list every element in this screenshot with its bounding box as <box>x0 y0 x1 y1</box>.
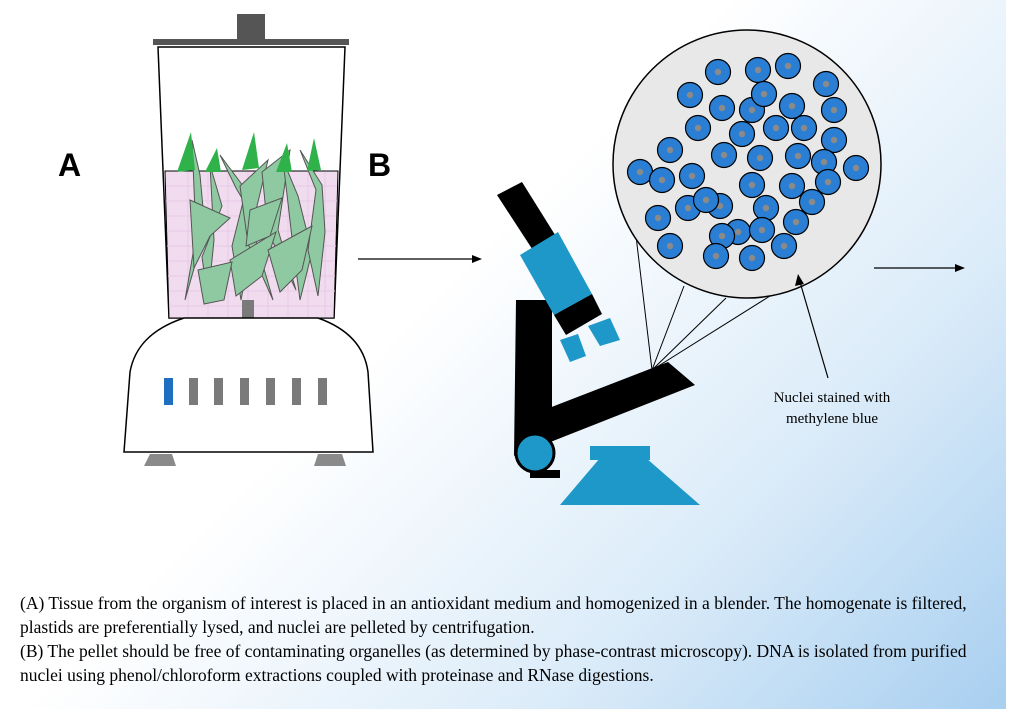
nuclei-annotation-line1: Nuclei stained with <box>773 390 891 406</box>
nucleolus <box>636 168 644 176</box>
nucleolus <box>688 172 696 180</box>
nuclei-annotation-line2: methylene blue <box>785 411 879 427</box>
nucleolus <box>758 226 766 234</box>
nucleolus <box>718 232 726 240</box>
blender-icon <box>123 14 374 466</box>
blender-button <box>189 378 198 405</box>
nucleolus <box>748 181 756 189</box>
caption-part-b: (B) The pellet should be free of contami… <box>20 641 967 685</box>
microscope-objective <box>588 318 620 346</box>
figure-caption: (A) Tissue from the organism of interest… <box>20 591 1000 687</box>
annotation-pointer <box>795 274 829 379</box>
microscope-stage-foot <box>590 446 650 460</box>
leaf-tissue <box>184 139 326 305</box>
nucleolus <box>720 151 728 159</box>
nucleolus <box>852 164 860 172</box>
nucleolus <box>760 90 768 98</box>
nucleolus <box>824 178 832 186</box>
blender-lid <box>153 39 349 45</box>
nucleolus <box>800 124 808 132</box>
microscope-focus-knob <box>514 432 556 474</box>
nucleolus <box>654 214 662 222</box>
nucleolus <box>738 130 746 138</box>
blender-blade <box>242 300 254 320</box>
nucleolus <box>716 202 724 210</box>
nucleolus <box>830 136 838 144</box>
nucleolus <box>748 106 756 114</box>
nucleolus <box>762 204 770 212</box>
nucleolus <box>658 176 666 184</box>
microscope-body-tube <box>520 232 592 315</box>
nucleolus <box>756 154 764 162</box>
magnification-lines <box>635 235 771 371</box>
arrow-right-icon <box>874 264 965 272</box>
nucleolus <box>784 62 792 70</box>
blender-foot-right <box>314 454 346 466</box>
nucleolus <box>666 242 674 250</box>
microscope-eyepiece <box>497 182 562 258</box>
nucleolus <box>780 242 788 250</box>
microscope-objective <box>560 334 586 362</box>
magnified-view-icon <box>612 29 882 299</box>
nucleolus <box>734 228 742 236</box>
blender-button-selected <box>164 378 173 405</box>
nucleolus <box>820 158 828 166</box>
caption-part-a: (A) Tissue from the organism of interest… <box>20 593 967 637</box>
blender-button <box>214 378 223 405</box>
nucleolus <box>772 124 780 132</box>
blender-button <box>240 378 249 405</box>
nucleolus <box>754 66 762 74</box>
nuclei-cluster <box>626 52 870 272</box>
nucleolus <box>792 218 800 226</box>
label-a: A <box>58 147 82 183</box>
arrow-right-icon <box>358 255 482 263</box>
leaf-tips <box>177 132 321 172</box>
microscope-nosepiece <box>554 294 602 335</box>
nucleolus <box>788 182 796 190</box>
nucleolus <box>684 204 692 212</box>
microscope-base <box>560 458 700 505</box>
nucleolus <box>808 198 816 206</box>
blender-speed-buttons <box>164 378 327 405</box>
nucleolus <box>822 80 830 88</box>
microscope-icon <box>497 182 700 505</box>
nuclei-annotation: Nuclei stained with methylene blue <box>742 388 922 430</box>
nucleolus <box>712 252 720 260</box>
label-b: B <box>368 147 392 183</box>
nucleolus <box>702 196 710 204</box>
nucleolus <box>794 152 802 160</box>
nucleolus <box>694 124 702 132</box>
nucleolus <box>788 102 796 110</box>
blender-button <box>266 378 275 405</box>
nucleolus <box>748 254 756 262</box>
nucleolus <box>686 91 694 99</box>
blender-button <box>318 378 327 405</box>
nucleolus <box>830 106 838 114</box>
microscope-stage-arm <box>518 362 695 454</box>
nucleolus <box>666 146 674 154</box>
blender-button <box>292 378 301 405</box>
nucleolus <box>714 68 722 76</box>
blender-lid-knob <box>237 14 265 42</box>
nucleolus <box>718 104 726 112</box>
blender-foot-left <box>144 454 176 466</box>
